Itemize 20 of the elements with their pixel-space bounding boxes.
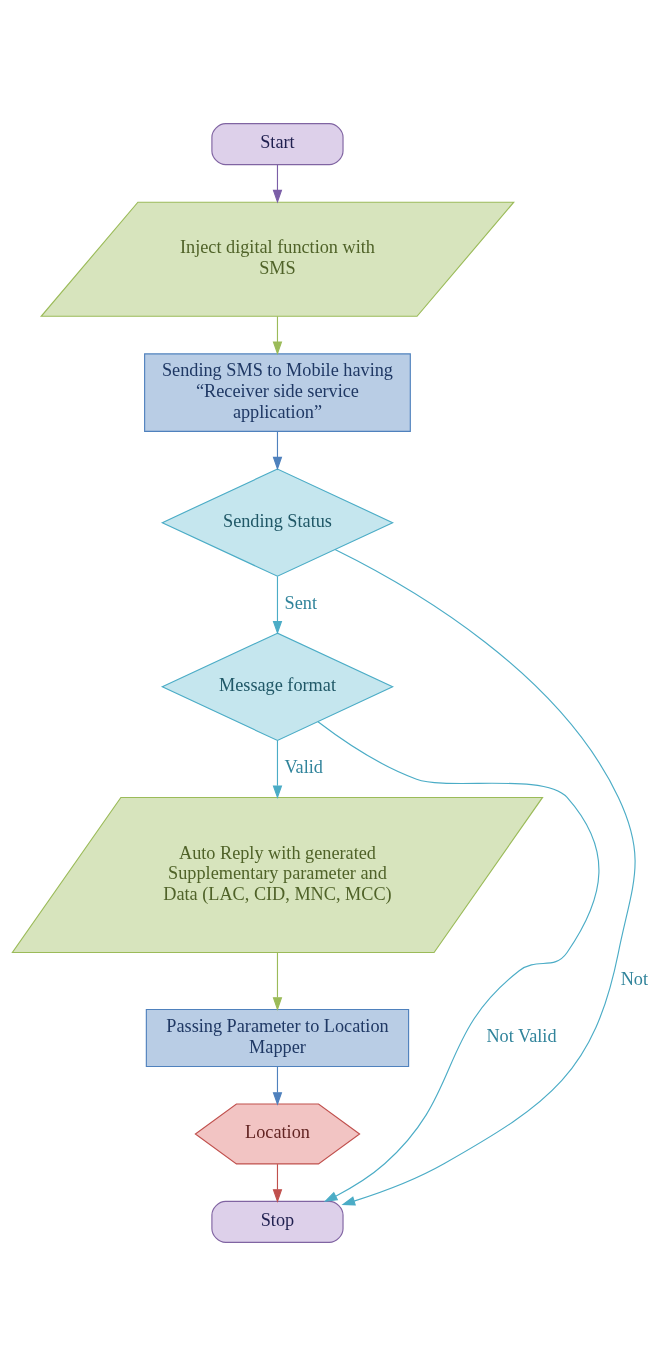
arrow <box>272 575 283 635</box>
arrow <box>272 1163 283 1203</box>
node-box: Start <box>211 122 344 165</box>
arrow <box>272 315 283 355</box>
edge-label: Valid <box>284 756 323 777</box>
edge-label: Not Valid <box>486 1025 557 1046</box>
arrow <box>334 548 636 1206</box>
node-box: Passing Parameter to Location Mapper <box>145 1008 410 1067</box>
arrow <box>272 1065 283 1106</box>
arrow <box>272 739 283 799</box>
arrow <box>272 163 283 204</box>
node-diamond: Message format <box>160 632 394 741</box>
arrow <box>272 951 283 1011</box>
arrow <box>317 720 600 1202</box>
node-box: Stop <box>211 1200 344 1243</box>
edge-label: Sent <box>284 592 318 613</box>
node-box: Sending SMS to Mobile having “Receiver side service application” <box>144 352 411 432</box>
arrow <box>272 430 283 470</box>
node-diamond: Sending Status <box>160 467 394 577</box>
edge-label: Not <box>620 968 649 989</box>
